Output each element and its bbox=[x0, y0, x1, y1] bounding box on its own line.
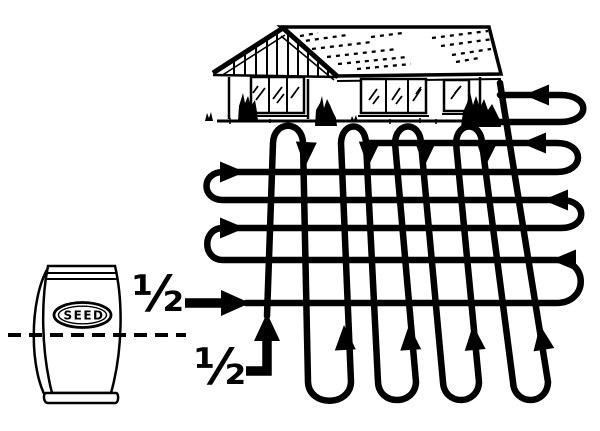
bush-right-corner bbox=[461, 92, 501, 127]
half-label-vertical: ½ bbox=[194, 338, 246, 396]
seed-bag-top-seam bbox=[45, 272, 118, 280]
gable-roof-inner-lines bbox=[220, 34, 335, 81]
window-right bbox=[442, 78, 471, 115]
vertical-serpentine bbox=[263, 79, 555, 404]
seed-bag: SEED bbox=[32, 264, 122, 405]
grass-tuft-middle bbox=[350, 115, 358, 122]
window-glint-marks bbox=[450, 85, 462, 100]
window-middle bbox=[358, 77, 429, 117]
horizontal-entry-arrow bbox=[185, 290, 250, 316]
seed-bag-label: SEED bbox=[64, 309, 105, 323]
horizontal-flow-arrowheads bbox=[220, 84, 576, 271]
gable-roof-edges bbox=[211, 24, 340, 79]
vertical-entry-arrow bbox=[246, 313, 280, 376]
horizontal-serpentine bbox=[203, 84, 587, 307]
window-glint-marks bbox=[252, 85, 300, 104]
grass-tuft-left bbox=[205, 112, 213, 121]
seed-label-oval-inner bbox=[57, 305, 108, 325]
bush-left bbox=[238, 93, 258, 121]
seed-bag-bottom-seam bbox=[42, 391, 120, 405]
bush-middle bbox=[315, 96, 337, 126]
vertical-flow-arrowheads bbox=[295, 141, 555, 352]
seed-label-oval-outer bbox=[52, 301, 113, 329]
house-illustration bbox=[205, 24, 504, 127]
roof-shingle-texture bbox=[296, 29, 494, 71]
window-glint-marks bbox=[368, 86, 422, 105]
half-label-horizontal: ½ bbox=[132, 265, 184, 323]
house-walls bbox=[212, 73, 482, 120]
horizontal-serpentine-top-path bbox=[468, 91, 587, 126]
vertical-serpentine-path bbox=[263, 79, 552, 404]
seed-bag-body bbox=[41, 264, 122, 395]
